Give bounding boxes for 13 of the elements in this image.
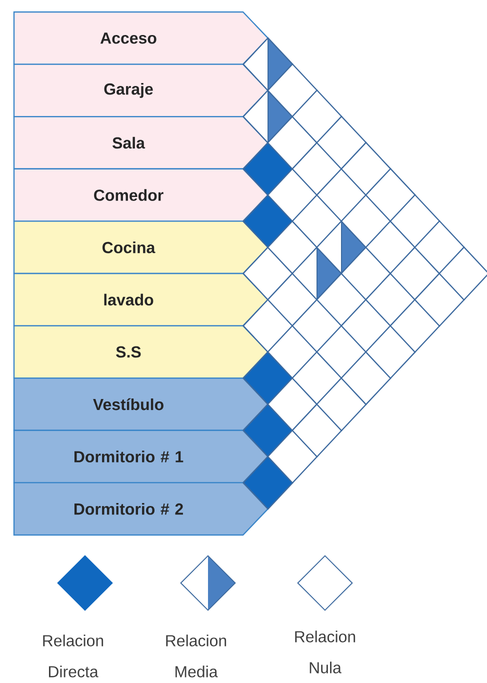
legend-label: Relacion Nula <box>295 630 356 674</box>
room-label: lavado <box>13 272 269 326</box>
room-label: Comedor <box>13 168 269 222</box>
room-label: Vestíbulo <box>13 378 269 431</box>
legend-label: Relacion Media <box>166 634 226 678</box>
room-label: Dormitorio # 2 <box>13 482 269 536</box>
room-label: Cocina <box>13 220 269 274</box>
room-label: Sala <box>13 116 269 170</box>
room-label: Dormitorio # 1 <box>13 430 269 484</box>
room-label: S.S <box>13 325 269 379</box>
legend-label: Relacion Directa <box>43 634 104 678</box>
room-label: Garaje <box>13 64 269 118</box>
room-label: Acceso <box>13 11 269 65</box>
